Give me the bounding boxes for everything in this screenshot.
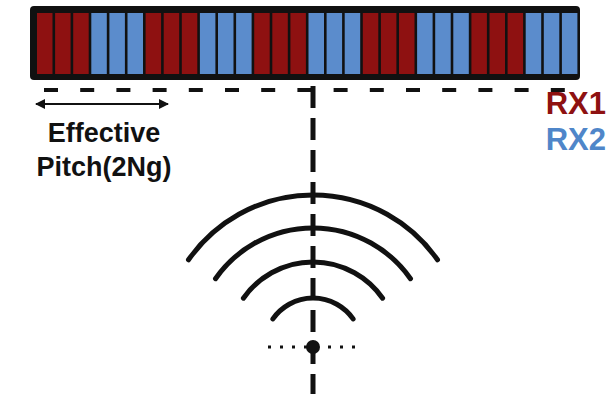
element-tick <box>80 88 94 92</box>
array-element <box>254 13 270 74</box>
array-element <box>164 13 180 74</box>
array-element <box>146 13 162 74</box>
array-element <box>345 13 361 74</box>
element-tick <box>334 88 348 92</box>
array-element <box>55 13 71 74</box>
array-element <box>236 13 252 74</box>
array-element <box>309 13 325 74</box>
array-element <box>290 13 306 74</box>
array-element <box>417 13 433 74</box>
array-element <box>91 13 107 74</box>
array-element <box>453 13 469 74</box>
element-tick <box>225 88 239 92</box>
wavefronts <box>189 195 438 319</box>
array-element <box>73 13 89 74</box>
array-element <box>272 13 288 74</box>
element-tick <box>261 88 275 92</box>
pitch-arrow <box>36 103 168 105</box>
element-tick <box>478 88 492 92</box>
element-tick <box>189 88 203 92</box>
array-element <box>327 13 343 74</box>
element-ticks <box>44 88 565 92</box>
array-element <box>435 13 451 74</box>
element-tick <box>370 88 384 92</box>
array-element <box>128 13 144 74</box>
array-element <box>471 13 487 74</box>
pitch-label: Effective Pitch(2Ng) <box>18 116 190 184</box>
array-element <box>399 13 415 74</box>
array-element <box>363 13 379 74</box>
element-tick <box>116 88 130 92</box>
array-element <box>37 13 53 74</box>
array-element <box>200 13 216 74</box>
element-tick <box>515 88 529 92</box>
element-tick <box>442 88 456 92</box>
point-source <box>306 340 320 354</box>
element-tick <box>44 88 58 92</box>
channel-label: RX1 <box>512 86 606 122</box>
array-element <box>182 13 198 74</box>
array-element <box>490 13 506 74</box>
array-housing <box>30 6 580 80</box>
element-tick <box>406 88 420 92</box>
array-element <box>218 13 234 74</box>
array-elements <box>37 13 577 74</box>
array-element <box>526 13 542 74</box>
array-element <box>544 13 560 74</box>
element-tick <box>153 88 167 92</box>
channel-label: RX2 <box>512 122 606 158</box>
array-element <box>381 13 397 74</box>
array-element <box>109 13 125 74</box>
array-element <box>562 13 578 74</box>
element-tick <box>297 88 311 92</box>
array-element <box>508 13 523 74</box>
